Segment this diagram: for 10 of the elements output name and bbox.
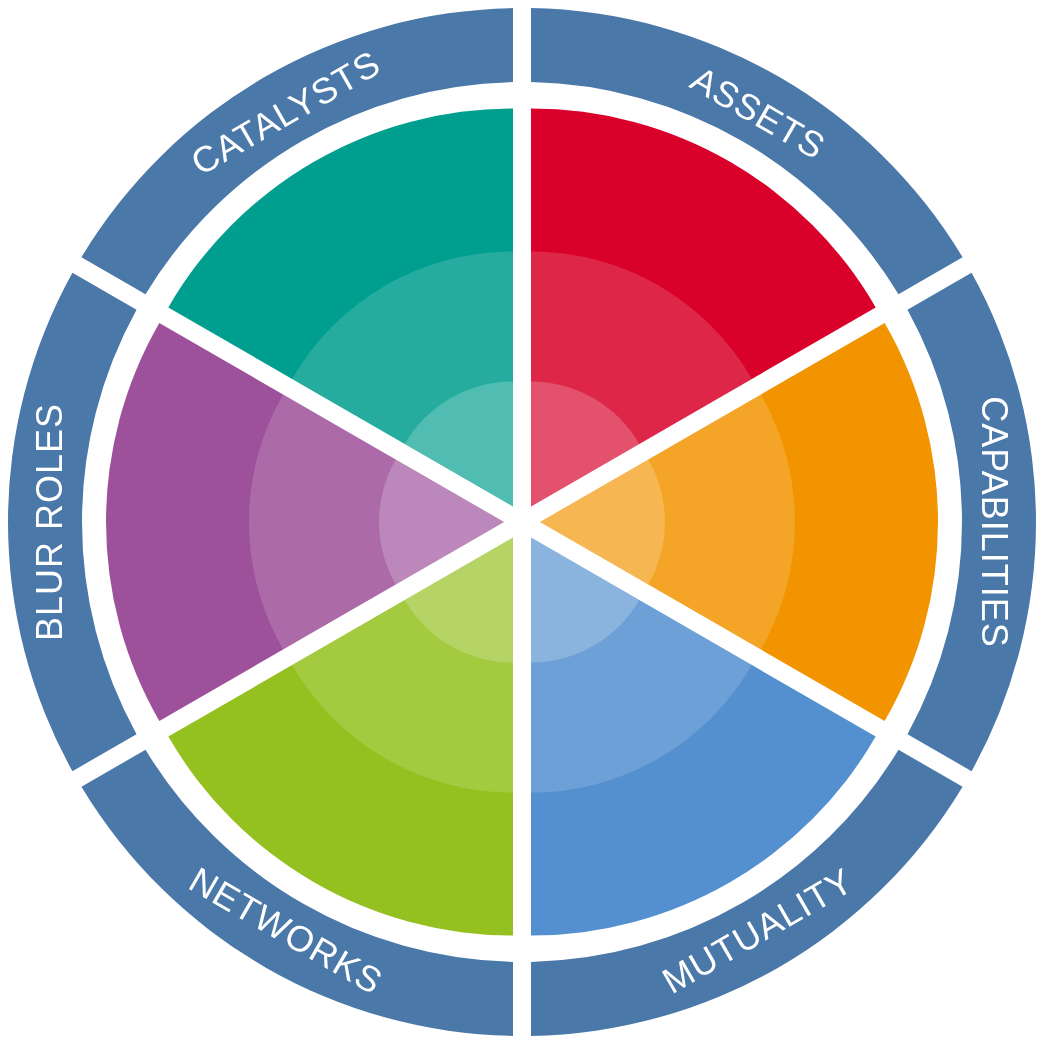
segment-label: CAPABILITIES	[976, 396, 1012, 648]
ring-segment	[81, 8, 513, 295]
wheel-sector	[540, 323, 938, 721]
ring-segment	[907, 272, 1036, 772]
ring-segment	[81, 749, 513, 1036]
wheel-sector	[106, 323, 504, 721]
ring-segment	[531, 8, 963, 295]
ring-segment	[531, 749, 963, 1036]
segment-label: BLUR ROLES	[32, 402, 68, 642]
ring-segment	[8, 272, 137, 772]
